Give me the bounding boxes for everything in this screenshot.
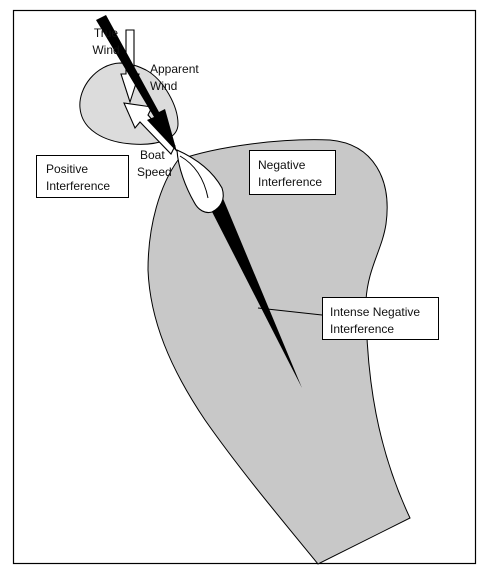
svg-text:Intense Negative: Intense Negative	[330, 305, 420, 319]
svg-text:Interference: Interference	[46, 179, 110, 193]
svg-text:Wind: Wind	[150, 79, 177, 93]
negative-interference-label-box: Negative Interference	[250, 151, 336, 195]
svg-text:Interference: Interference	[330, 322, 394, 336]
intense-negative-interference-label-box: Intense Negative Interference	[323, 298, 439, 340]
svg-text:Speed: Speed	[137, 165, 172, 179]
svg-text:Boat: Boat	[140, 148, 165, 162]
svg-text:Positive: Positive	[46, 162, 88, 176]
svg-text:Interference: Interference	[258, 175, 322, 189]
svg-text:Apparent: Apparent	[150, 62, 199, 76]
svg-text:Negative: Negative	[258, 158, 306, 172]
positive-interference-label-box: Positive Interference	[37, 156, 129, 198]
svg-text:True: True	[94, 26, 119, 40]
svg-text:Wind: Wind	[92, 43, 119, 57]
